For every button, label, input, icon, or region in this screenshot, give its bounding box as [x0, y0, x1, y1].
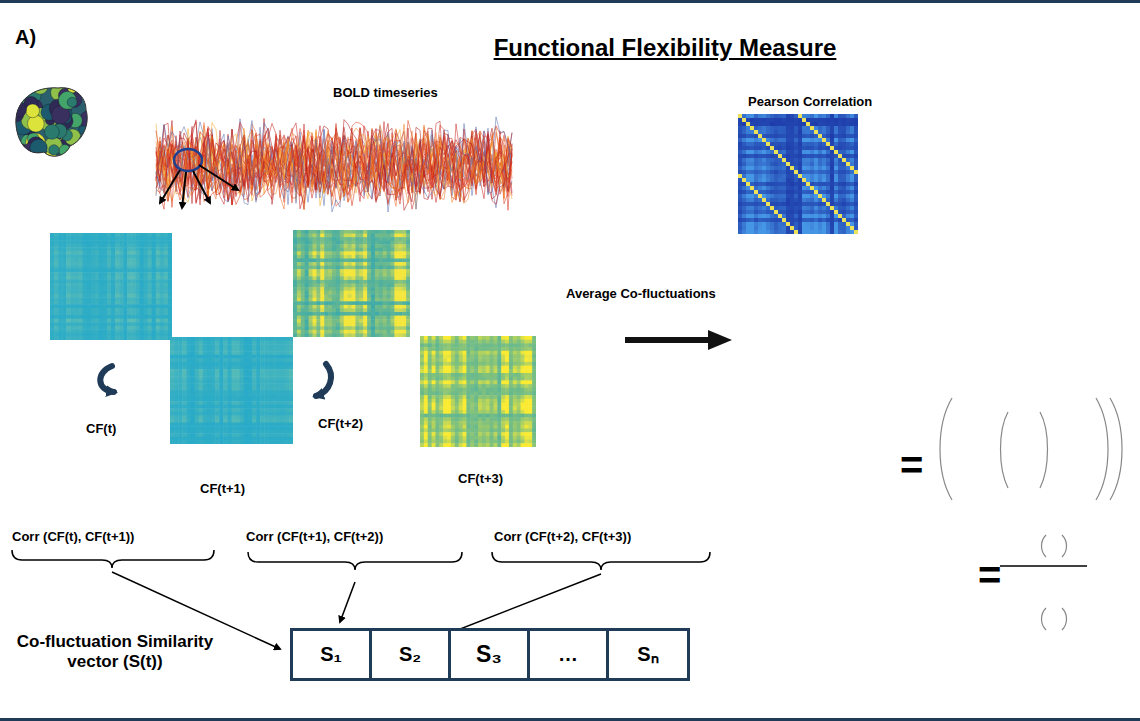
vector-cell: S₂ [369, 628, 451, 681]
brain-parcellation [10, 79, 96, 166]
matrix-node: CF(t) [50, 233, 172, 340]
cell-label: S₂ [399, 643, 421, 666]
matrix-node: Pearson Correlation [738, 114, 858, 234]
bottom-rule [0, 718, 1140, 721]
average-arrowhead [708, 330, 732, 350]
title: Functional Flexibility Measure [494, 34, 837, 62]
cell-label: … [558, 643, 578, 666]
cell-label: S₁ [320, 643, 342, 666]
matrix-label: CF(t+2) [318, 417, 363, 432]
matrix-node: CF(t+2) [293, 230, 410, 337]
annotation: Corr (CF(t+1), CF(t+2)) [246, 530, 383, 545]
vector-caption: Co-fluctuation Similarity vector (S(t)) [12, 632, 218, 673]
matrix-heatmap [170, 337, 293, 444]
cell-label: Sₙ [637, 643, 658, 666]
matrix-node: CF(t+3) [420, 336, 536, 447]
sequence-arrows [100, 280, 352, 396]
brain-outline [16, 88, 87, 157]
annotation: = [900, 442, 923, 488]
matrix-label: CF(t+3) [458, 472, 503, 487]
annotation: Corr (CF(t+2), CF(t+3)) [494, 530, 631, 545]
vector-cell: … [527, 628, 609, 681]
annotation: A) [15, 26, 36, 49]
vector-cell: Sₙ [606, 628, 690, 681]
curly-brackets [12, 550, 710, 570]
average-arrow [625, 337, 712, 343]
matrix-heatmap [293, 230, 410, 337]
annotation: = [978, 552, 1001, 598]
bold-timeseries [156, 117, 512, 212]
matrix-label: CF(t) [86, 422, 116, 437]
sample-arrows [160, 165, 238, 208]
matrix-heatmap [50, 233, 172, 340]
cell-label: S₃ [476, 641, 502, 667]
matrix-heatmap [420, 336, 536, 447]
matrix-heatmap [738, 114, 858, 234]
annotation: BOLD timeseries [333, 86, 438, 101]
annotation: Average Co-fluctuations [566, 287, 716, 302]
vector-cell: S₁ [290, 628, 372, 681]
matrix-label: Pearson Correlation [748, 95, 872, 110]
vector-cell: S₃ [448, 628, 530, 681]
equation-parentheses [940, 398, 1122, 630]
annotation: Corr (CF(t), CF(t+1)) [12, 530, 134, 545]
sample-circle [174, 149, 202, 171]
matrix-node: CF(t+1) [170, 337, 293, 444]
fraction-bar [1000, 565, 1087, 567]
matrix-label: CF(t+1) [200, 482, 245, 497]
top-rule [0, 0, 1140, 3]
